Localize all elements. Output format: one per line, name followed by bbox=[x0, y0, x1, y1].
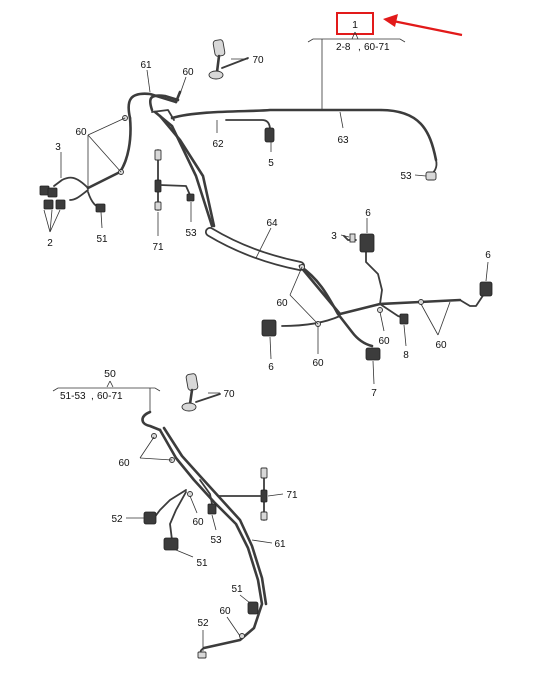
callout-6[interactable]: 6 bbox=[268, 362, 274, 373]
assembly-1-number[interactable]: 1 bbox=[352, 19, 358, 31]
callout-3[interactable]: 3 bbox=[331, 231, 337, 242]
assembly-50-range-right: 60-71 bbox=[97, 391, 123, 402]
callout-61[interactable]: 61 bbox=[140, 60, 152, 71]
callout-60[interactable]: 60 bbox=[182, 67, 194, 78]
callout-52[interactable]: 52 bbox=[197, 618, 209, 629]
callout-70[interactable]: 70 bbox=[252, 55, 264, 66]
grommet-70-lower bbox=[181, 373, 199, 412]
callout-70[interactable]: 70 bbox=[223, 389, 235, 400]
callout-60[interactable]: 60 bbox=[75, 127, 87, 138]
grommet-70 bbox=[208, 39, 226, 80]
callout-60[interactable]: 60 bbox=[276, 298, 288, 309]
callout-51[interactable]: 51 bbox=[96, 234, 108, 245]
callout-2[interactable]: 2 bbox=[47, 238, 53, 249]
callout-60[interactable]: 60 bbox=[219, 606, 231, 617]
callout-5[interactable]: 5 bbox=[268, 158, 274, 169]
callout-60[interactable]: 60 bbox=[378, 336, 390, 347]
assembly-50-number[interactable]: 50 bbox=[104, 368, 116, 380]
harness-50 bbox=[141, 373, 268, 659]
callout-60[interactable]: 60 bbox=[312, 358, 324, 369]
callout-61[interactable]: 61 bbox=[274, 539, 286, 550]
assembly-1-range-left: 2-8 bbox=[336, 42, 351, 53]
callout-60[interactable]: 60 bbox=[118, 458, 130, 469]
highlight-arrowhead bbox=[383, 14, 398, 27]
callout-60[interactable]: 60 bbox=[192, 517, 204, 528]
callout-8[interactable]: 8 bbox=[403, 350, 409, 361]
lower-labels: 70 60 71 52 60 53 61 51 51 60 52 bbox=[111, 389, 298, 629]
callout-51[interactable]: 51 bbox=[231, 584, 243, 595]
callout-3[interactable]: 3 bbox=[55, 142, 61, 153]
callout-53[interactable]: 53 bbox=[210, 535, 222, 546]
callout-71[interactable]: 71 bbox=[286, 490, 298, 501]
callout-52[interactable]: 52 bbox=[111, 514, 123, 525]
upper-leaders bbox=[43, 58, 489, 385]
callout-71[interactable]: 71 bbox=[152, 242, 164, 253]
assembly-1-header: 1 2-8 , 60-71 bbox=[307, 19, 406, 110]
callout-62[interactable]: 62 bbox=[212, 139, 224, 150]
callout-6[interactable]: 6 bbox=[485, 250, 491, 261]
callout-6[interactable]: 6 bbox=[365, 208, 371, 219]
assembly-50-header: 50 51-53 , 60-71 bbox=[52, 368, 161, 412]
callout-53[interactable]: 53 bbox=[185, 228, 197, 239]
callout-51[interactable]: 51 bbox=[196, 558, 208, 569]
callout-64[interactable]: 64 bbox=[266, 218, 278, 229]
assembly-1-range-sep: , bbox=[358, 42, 361, 53]
lower-leaders bbox=[126, 392, 284, 651]
callout-53[interactable]: 53 bbox=[400, 171, 412, 182]
highlight-arrow bbox=[392, 19, 463, 37]
assembly-1-range-right: 60-71 bbox=[364, 42, 390, 53]
assembly-50-range-left: 51-53 bbox=[60, 391, 86, 402]
callout-63[interactable]: 63 bbox=[337, 135, 349, 146]
callout-7[interactable]: 7 bbox=[371, 388, 377, 399]
highlight-box bbox=[336, 12, 374, 35]
assembly-50-range-sep: , bbox=[91, 391, 94, 402]
harness-1 bbox=[39, 39, 493, 361]
upper-labels: 61 60 70 62 63 5 53 3 60 2 51 71 53 64 6… bbox=[47, 55, 491, 399]
callout-60[interactable]: 60 bbox=[435, 340, 447, 351]
